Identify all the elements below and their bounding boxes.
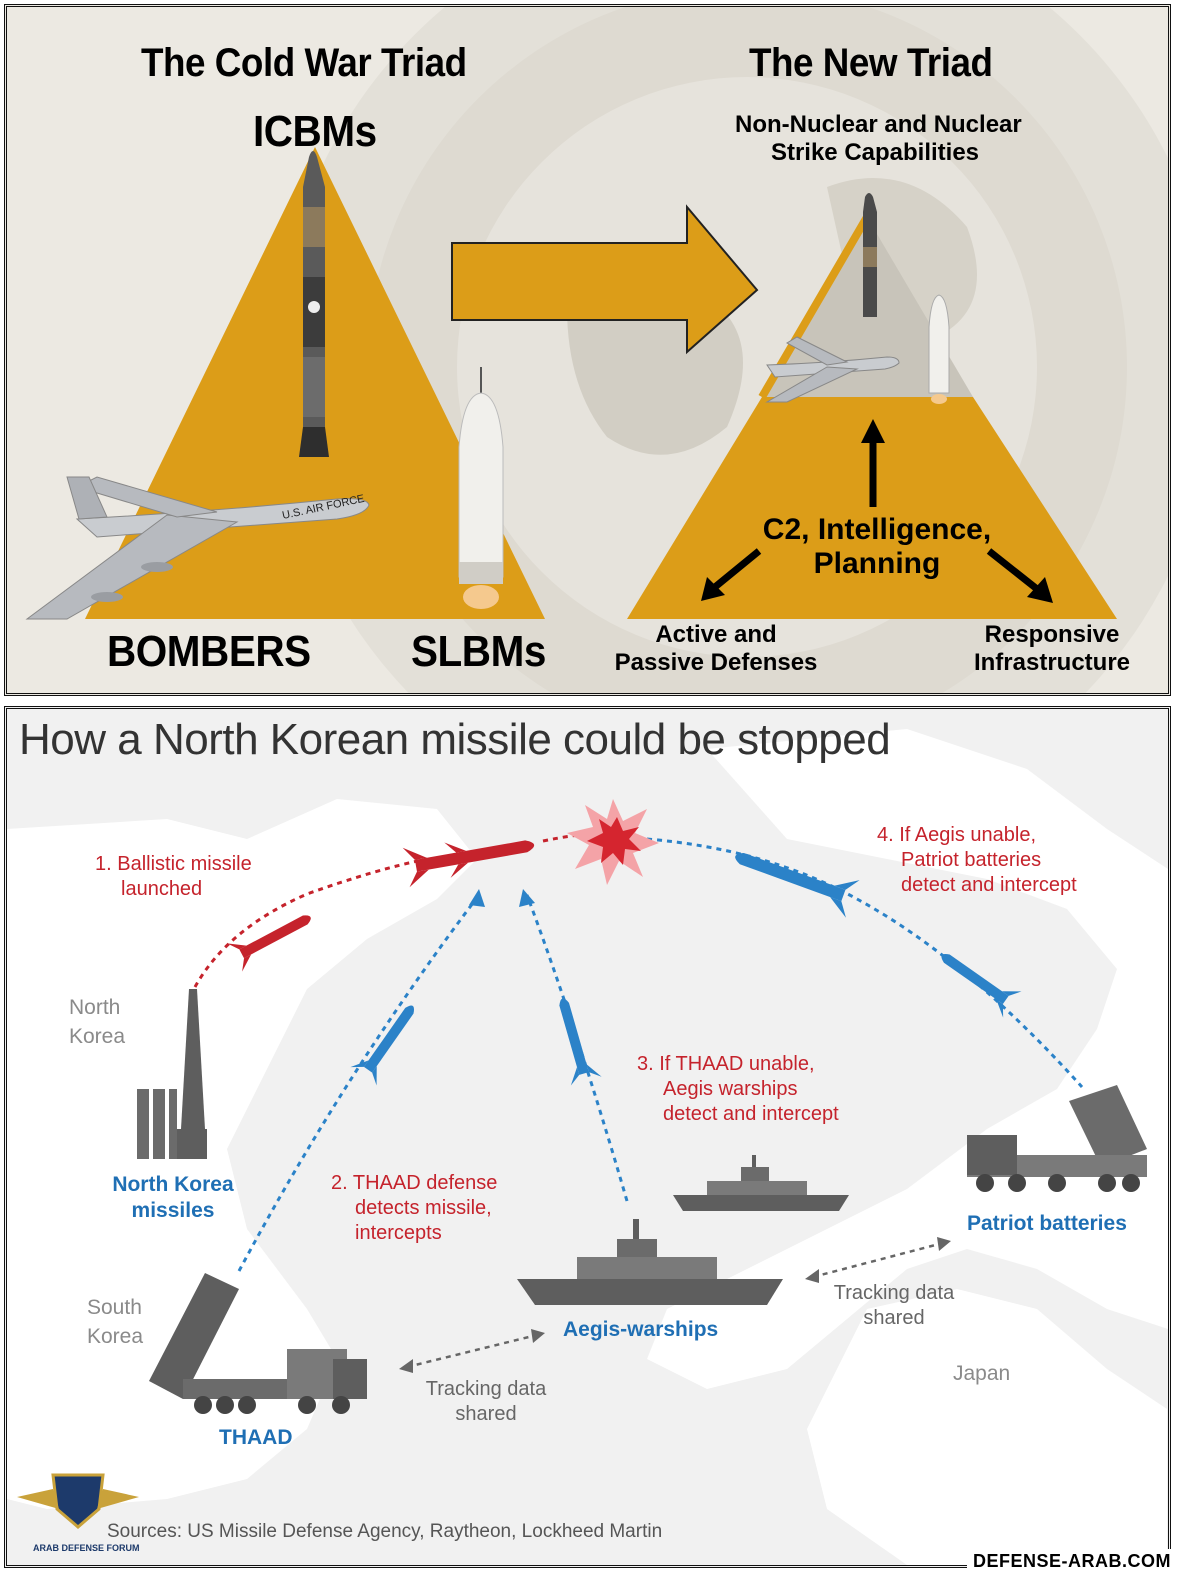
small-bomber-image	[765, 336, 900, 403]
north-korea-missile-site-icon	[137, 989, 207, 1159]
c2-intelligence-label: C2, Intelligence, Planning	[762, 513, 992, 580]
cold-war-triad-panel: U.S. AIR FORCE The Co	[4, 4, 1171, 696]
strike-capabilities-label: Non-Nuclear and Nuclear Strike Capabilit…	[735, 111, 1022, 166]
patriot-label: Patriot batteries	[967, 1212, 1127, 1235]
page-title: How a North Korean missile could be stop…	[19, 715, 891, 764]
new-triad-title: The New Triad	[749, 41, 993, 85]
japan-south-landmass	[807, 1289, 1167, 1565]
small-slbm-image	[928, 294, 950, 404]
right-arrow	[986, 548, 1040, 592]
aegis-warship-icon	[673, 1155, 849, 1211]
bombers-label: BOMBERS	[107, 627, 311, 676]
triad-graphics: U.S. AIR FORCE	[25, 7, 1168, 693]
interceptor-missile-icon	[350, 1005, 414, 1086]
step4-label: 4. If Aegis unable, Patriot batteries de…	[877, 824, 1077, 896]
aegis-label: Aegis-warships	[563, 1318, 719, 1341]
thaad-label: THAAD	[219, 1426, 293, 1449]
patriot-battery-icon	[967, 1085, 1147, 1192]
thaad-launcher-icon	[149, 1273, 367, 1414]
transition-arrow	[451, 204, 759, 355]
south-korea-region-label: South Korea	[87, 1296, 144, 1348]
defense-map-graphics: ARAB DEFENSE FORUM	[7, 729, 1168, 1565]
north-korea-region-label: North Korea	[69, 996, 126, 1048]
missile-defense-panel: ARAB DEFENSE FORUM How a North Korean mi…	[4, 706, 1171, 1568]
korea-landmass	[7, 799, 477, 1509]
slbm-missile-image	[458, 367, 504, 609]
forum-logo-icon	[17, 1473, 139, 1529]
japan-landmass	[647, 729, 1168, 1389]
cold-war-title: The Cold War Triad	[141, 41, 467, 85]
site-watermark: DEFENSE-ARAB.COM	[966, 1549, 1177, 1574]
sources-caption: Sources: US Missile Defense Agency, Rayt…	[107, 1521, 663, 1542]
defenses-label: Active and Passive Defenses	[614, 621, 818, 676]
icbm-missile-image	[299, 151, 329, 457]
slbms-label: SLBMs	[411, 627, 546, 676]
forum-logo-text: ARAB DEFENSE FORUM	[33, 1543, 140, 1553]
small-icbm-image	[863, 193, 877, 317]
tracking-link	[812, 1241, 944, 1279]
icbms-label: ICBMs	[253, 107, 377, 156]
thaad-intercept-trajectory	[237, 894, 481, 1272]
aegis-warship-icon	[517, 1219, 783, 1305]
new-triad-base	[627, 397, 1117, 619]
patriot-intercept-trajectory	[646, 837, 1084, 1089]
step1-label: 1. Ballistic missile launched	[95, 853, 252, 900]
interceptor-missile-icon	[559, 998, 602, 1086]
step2-label: 2. THAAD defense detects missile, interc…	[331, 1172, 498, 1244]
interceptor-missile-icon	[941, 954, 1022, 1018]
b52-bomber-image	[25, 476, 370, 620]
north-korea-missiles-label: North Korea missiles	[112, 1173, 234, 1222]
tracking-data-label-1: Tracking data shared	[425, 1378, 547, 1425]
japan-region-label: Japan	[953, 1362, 1011, 1385]
left-arrow	[712, 548, 762, 590]
tracking-link	[406, 1333, 538, 1369]
intercept-explosion	[587, 817, 641, 865]
infrastructure-label: Responsive Infrastructure	[973, 621, 1131, 676]
tracking-data-label-2: Tracking data shared	[833, 1282, 955, 1329]
step3-label: 3. If THAAD unable, Aegis warships detec…	[637, 1053, 839, 1125]
